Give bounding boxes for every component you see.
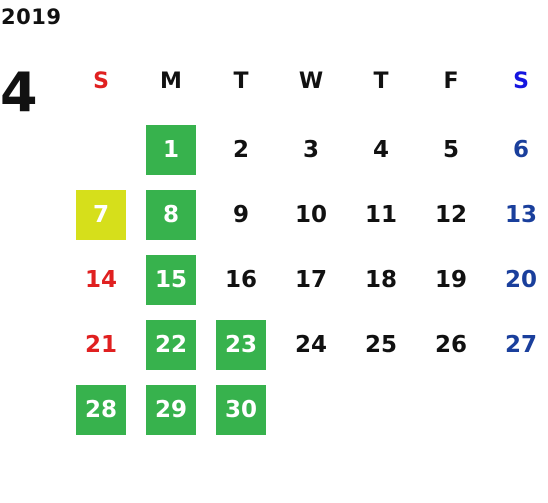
weekday-header-fri: F — [443, 69, 459, 94]
weekday-header-tue: T — [233, 69, 249, 94]
day-cell-28[interactable]: 28 — [76, 385, 126, 435]
day-cell-15[interactable]: 15 — [146, 255, 196, 305]
day-cell-19[interactable]: 19 — [434, 267, 467, 293]
day-cell-26[interactable]: 26 — [434, 332, 467, 358]
weekday-header-sat: S — [513, 69, 529, 94]
day-cell-2[interactable]: 2 — [232, 137, 249, 163]
day-cell-30[interactable]: 30 — [216, 385, 266, 435]
day-cell-6[interactable]: 6 — [512, 137, 529, 163]
weekday-header-mon: M — [160, 69, 182, 94]
day-cell-17[interactable]: 17 — [294, 267, 327, 293]
weekday-header-thu: T — [373, 69, 389, 94]
day-cell-8[interactable]: 8 — [146, 190, 196, 240]
day-cell-5[interactable]: 5 — [442, 137, 459, 163]
day-cell-10[interactable]: 10 — [294, 202, 327, 228]
day-cell-22[interactable]: 22 — [146, 320, 196, 370]
year-label: 2019 — [1, 5, 62, 29]
day-cell-18[interactable]: 18 — [364, 267, 397, 293]
day-cell-12[interactable]: 12 — [434, 202, 467, 228]
weekday-header-wed: W — [298, 69, 324, 94]
month-number: 4 — [0, 61, 38, 124]
weekday-header-sun: S — [93, 69, 109, 94]
day-cell-3[interactable]: 3 — [302, 137, 319, 163]
day-cell-20[interactable]: 20 — [504, 267, 537, 293]
day-cell-13[interactable]: 13 — [504, 202, 537, 228]
day-cell-29[interactable]: 29 — [146, 385, 196, 435]
day-cell-9[interactable]: 9 — [232, 202, 249, 228]
day-cell-21[interactable]: 21 — [84, 332, 117, 358]
day-cell-4[interactable]: 4 — [372, 137, 389, 163]
day-cell-16[interactable]: 16 — [224, 267, 257, 293]
day-cell-1[interactable]: 1 — [146, 125, 196, 175]
day-cell-7[interactable]: 7 — [76, 190, 126, 240]
day-cell-25[interactable]: 25 — [364, 332, 397, 358]
day-cell-11[interactable]: 11 — [364, 202, 397, 228]
day-cell-14[interactable]: 14 — [84, 267, 117, 293]
day-cell-23[interactable]: 23 — [216, 320, 266, 370]
day-cell-24[interactable]: 24 — [294, 332, 327, 358]
day-cell-27[interactable]: 27 — [504, 332, 537, 358]
